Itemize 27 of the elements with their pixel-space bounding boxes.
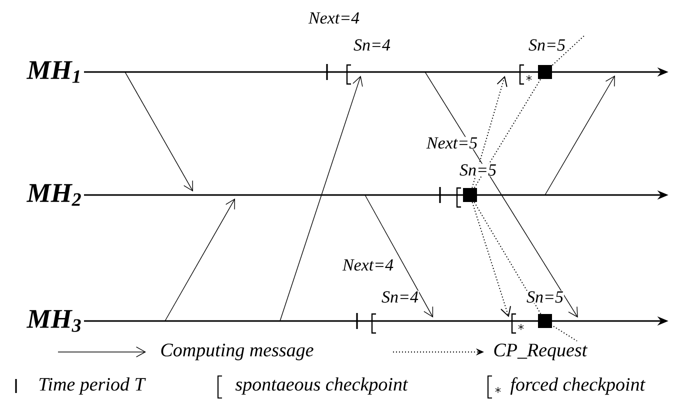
legend-text: spontaeous checkpoint <box>235 377 408 395</box>
message-arrow <box>544 75 615 196</box>
message-arrow <box>424 72 578 318</box>
message-arrow <box>280 76 363 322</box>
request-arrow <box>472 202 512 318</box>
request-line <box>474 78 542 188</box>
legend-text: CP_Request <box>494 344 588 360</box>
legend-text: Time period T <box>39 377 146 395</box>
node-label: MH$_{1}$ <box>26 61 80 83</box>
legend-text: forced checkpoint <box>510 377 646 395</box>
checkpoint-label: Sn=5 <box>459 164 497 176</box>
checkpoint-square <box>538 65 552 79</box>
request-line <box>474 202 542 314</box>
checkpoint-label: Next=4 <box>308 12 360 24</box>
node-label: MH$_{2}$ <box>26 184 81 206</box>
checkpoint-label: Sn=4 <box>381 290 419 304</box>
message-arrow <box>124 72 194 192</box>
request-arrow <box>472 76 508 188</box>
checkpoint-square <box>538 314 552 328</box>
legend-text: Computing message <box>161 344 314 360</box>
checkpoint-square <box>463 188 477 202</box>
checkpoint-label: Next=5 <box>426 136 478 150</box>
checkpoint-label: Sn=4 <box>353 38 391 52</box>
node-label: MH$_{3}$ <box>26 310 81 332</box>
message-arrow <box>364 194 434 318</box>
message-arrow <box>164 198 236 322</box>
checkpoint-label: Next=4 <box>342 258 394 272</box>
